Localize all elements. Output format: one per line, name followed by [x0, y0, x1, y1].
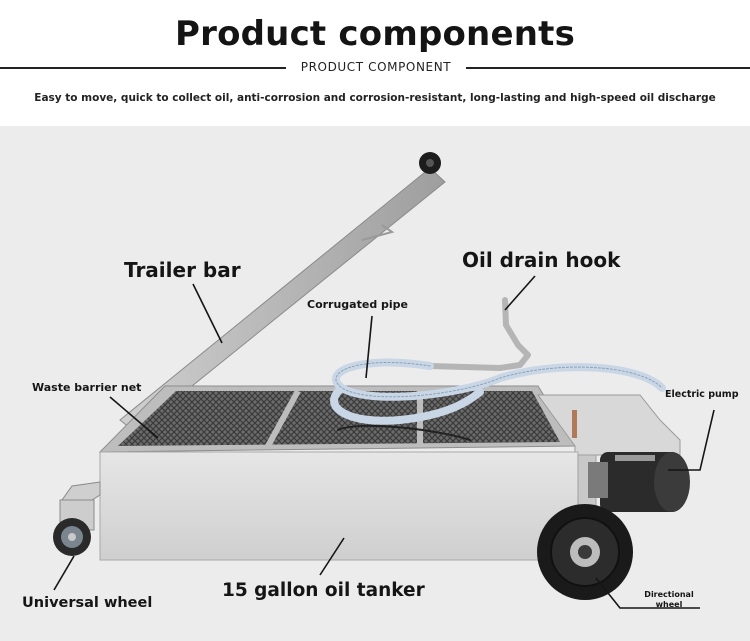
- directional-wheel: [537, 504, 633, 600]
- oil-drain-hook: [427, 297, 531, 371]
- product-illustration: [53, 152, 715, 609]
- label-oil-tanker: 15 gallon oil tanker: [222, 580, 425, 601]
- product-scene: Trailer bar Oil drain hook Corrugated pi…: [0, 126, 750, 641]
- header: Product components PRODUCT COMPONENT Eas…: [0, 0, 750, 126]
- pump-platform: [537, 394, 681, 456]
- page-title: Product components: [174, 14, 576, 54]
- tagline: Easy to move, quick to collect oil, anti…: [34, 92, 716, 104]
- oil-tank-body: [99, 451, 579, 561]
- label-oil-drain-hook: Oil drain hook: [462, 248, 621, 272]
- corrugated-pipe: [330, 358, 666, 441]
- label-directional-wheel: Directional wheel: [644, 590, 694, 609]
- divider-right: [466, 67, 750, 69]
- label-trailer-bar: Trailer bar: [124, 258, 241, 282]
- universal-wheel: [53, 481, 101, 556]
- page-subtitle: PRODUCT COMPONENT: [300, 60, 452, 74]
- label-universal-wheel: Universal wheel: [22, 595, 153, 611]
- divider-left: [0, 67, 286, 69]
- label-waste-barrier-net: Waste barrier net: [32, 381, 142, 394]
- electric-pump: [588, 452, 690, 512]
- label-electric-pump: Electric pump: [665, 389, 739, 400]
- callout-lines: [53, 275, 715, 609]
- label-corrugated-pipe: Corrugated pipe: [307, 298, 409, 311]
